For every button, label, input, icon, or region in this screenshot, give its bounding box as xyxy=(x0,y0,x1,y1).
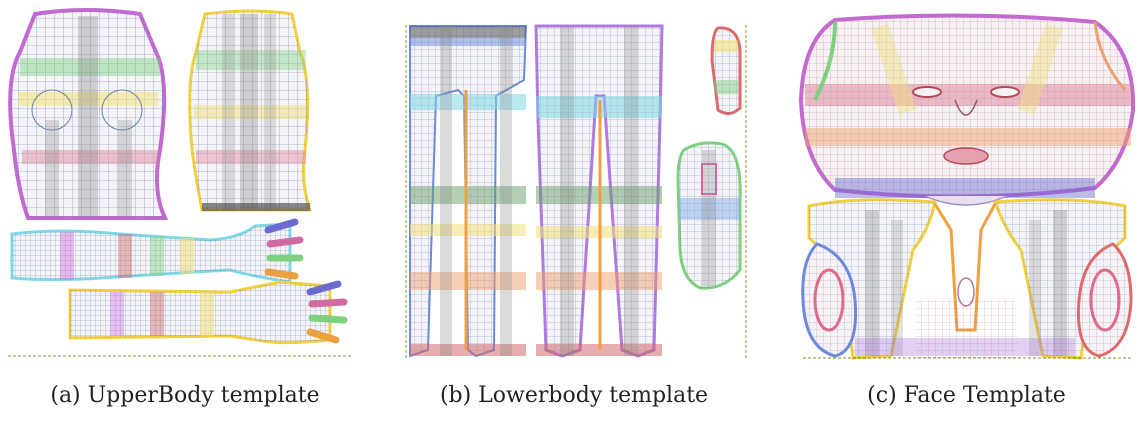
upperbody-template-figure xyxy=(0,0,360,362)
front-legs-piece xyxy=(410,26,526,356)
caption-face: (c) Face Template xyxy=(795,383,1138,408)
lowerbody-template-figure xyxy=(400,0,752,362)
lowerbody-uv-map xyxy=(400,0,752,362)
caption-lowerbody: (b) Lowerbody template xyxy=(398,383,750,408)
front-torso-piece xyxy=(10,10,165,218)
arm-piece-upper xyxy=(12,222,300,282)
face-template-figure xyxy=(795,0,1138,362)
foot-top-piece xyxy=(712,28,740,114)
face-uv-map xyxy=(795,0,1138,362)
back-legs-piece xyxy=(536,26,662,356)
face-main-piece xyxy=(801,15,1133,205)
upperbody-uv-map xyxy=(0,0,360,362)
back-torso-piece xyxy=(190,11,310,211)
arm-piece-lower xyxy=(70,282,344,343)
caption-upperbody: (a) UpperBody template xyxy=(10,383,360,408)
foot-sole-piece xyxy=(678,143,740,288)
